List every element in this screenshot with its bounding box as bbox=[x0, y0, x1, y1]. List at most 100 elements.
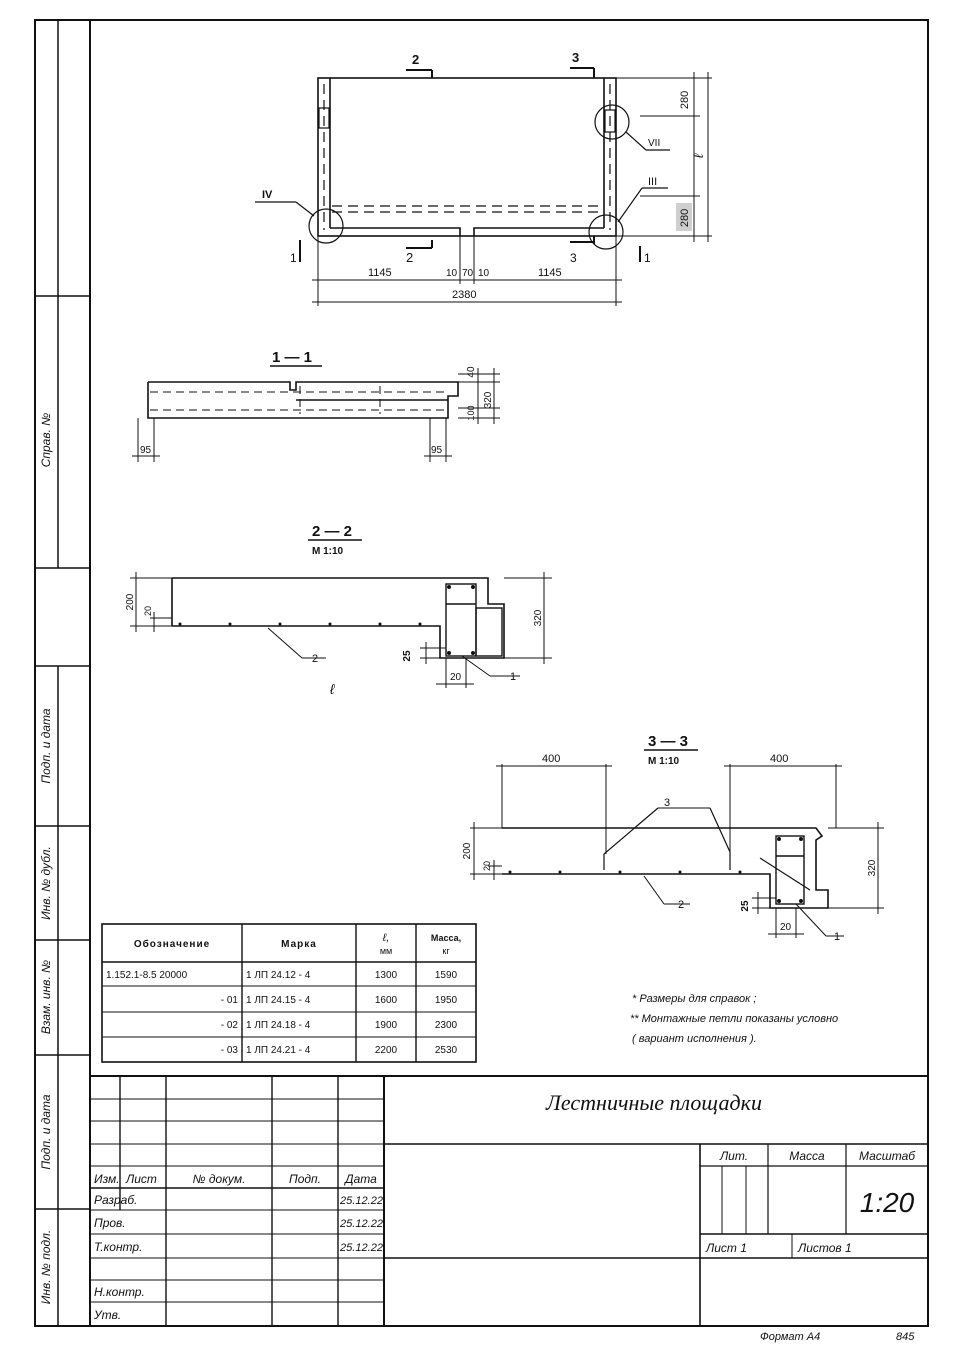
sheet-frame bbox=[34, 19, 929, 1327]
tb-row-prov: Пров. bbox=[94, 1216, 126, 1230]
section-1-1-dim-95-right: 95 bbox=[431, 445, 443, 456]
footer-number: 845 bbox=[896, 1331, 915, 1343]
section-3-3-dim-25: 25 bbox=[740, 900, 751, 912]
plan-section-2-top: 2 bbox=[412, 52, 419, 67]
section-2-2-leader-1: 1 bbox=[510, 671, 516, 683]
plan-dim-280-bottom: 280 bbox=[679, 209, 691, 227]
section-3-3-leader-2: 2 bbox=[678, 899, 684, 911]
tb-sheets: Листов 1 bbox=[797, 1241, 852, 1255]
spec-header-length: ℓ, bbox=[382, 932, 390, 944]
spec-row-1: - 01 1 ЛП 24.15 - 4 1600 1950 bbox=[221, 995, 458, 1006]
footer: Формат А4 845 bbox=[760, 1331, 915, 1343]
note-line-2: ** Монтажные петли показаны условно bbox=[630, 1013, 838, 1025]
section-2-2-dim-20-bottom: 20 bbox=[450, 672, 462, 683]
side-label-inv-podl: Инв. № подл. bbox=[39, 1230, 53, 1304]
spec-cell-length: 1900 bbox=[375, 1020, 398, 1031]
plan-callout-iii: III bbox=[648, 176, 657, 188]
tb-scale-value: 1:20 bbox=[860, 1187, 915, 1218]
tb-row-razrab: Разраб. bbox=[94, 1193, 137, 1207]
spec-cell-length: 1600 bbox=[375, 995, 398, 1006]
plan-dim-l: ℓ bbox=[691, 153, 706, 158]
spec-cell-mark: 1 ЛП 24.18 - 4 bbox=[246, 1020, 311, 1031]
section-2-2-leader-2: 2 bbox=[312, 653, 318, 665]
section-3-3-dim-320: 320 bbox=[867, 859, 878, 876]
spec-cell-mark: 1 ЛП 24.12 - 4 bbox=[246, 970, 311, 981]
plan-section-3-top: 3 bbox=[572, 50, 579, 65]
spec-cell-mark: 1 ЛП 24.15 - 4 bbox=[246, 995, 311, 1006]
plan-view: IV VII III 2 3 2 3 1 1 bbox=[255, 50, 712, 306]
spec-table: Обозначение Марка ℓ, мм Масса, кг 1.152.… bbox=[101, 923, 477, 1063]
spec-cell-designation: - 02 bbox=[221, 1020, 239, 1031]
section-1-1-title: 1 — 1 bbox=[272, 349, 312, 366]
plan-callout-vii: VII bbox=[648, 138, 660, 149]
section-1-1-dim-100: 100 bbox=[466, 405, 476, 420]
spec-cell-mass: 2300 bbox=[435, 1020, 458, 1031]
spec-cell-mark: 1 ЛП 24.21 - 4 bbox=[246, 1045, 311, 1056]
tb-row-utv: Утв. bbox=[93, 1308, 121, 1322]
section-3-3-dim-400-left: 400 bbox=[542, 753, 560, 765]
side-label-podp-2: Подп. и дата bbox=[39, 1094, 53, 1169]
section-3-3-leader-3: 3 bbox=[664, 797, 670, 809]
section-3-3-dim-200: 200 bbox=[462, 842, 473, 859]
section-1-1-dim-320: 320 bbox=[483, 391, 494, 408]
spec-cell-length: 2200 bbox=[375, 1045, 398, 1056]
tb-massa: Масса bbox=[789, 1149, 825, 1163]
side-label-vzam: Взам. инв. № bbox=[39, 960, 53, 1034]
tb-row-tkontr: Т.контр. bbox=[94, 1240, 142, 1254]
tb-masshtab: Масштаб bbox=[859, 1149, 916, 1163]
spec-row-3: - 03 1 ЛП 24.21 - 4 2200 2530 bbox=[221, 1045, 458, 1056]
section-3-3: 3 — 3 М 1:10 bbox=[462, 733, 884, 943]
plan-dim-2380: 2380 bbox=[452, 289, 476, 301]
note-line-1: * Размеры для справок ; bbox=[632, 993, 756, 1005]
plan-dim-10-a: 10 bbox=[446, 268, 458, 279]
document-title: Лестничные площадки bbox=[545, 1090, 762, 1115]
side-label-inv-dubl: Инв. № дубл. bbox=[39, 846, 53, 920]
tb-sheet: Лист 1 bbox=[705, 1241, 747, 1255]
plan-callout-iv: IV bbox=[262, 189, 273, 201]
plan-section-3-bottom: 3 bbox=[570, 251, 577, 265]
tb-col-doc: № докум. bbox=[193, 1172, 246, 1186]
tb-date-2: 25.12.22 bbox=[339, 1218, 383, 1230]
tb-row-nkontr: Н.контр. bbox=[94, 1285, 145, 1299]
tb-lit: Лит. bbox=[719, 1149, 748, 1163]
section-3-3-scale: М 1:10 bbox=[648, 756, 680, 767]
side-labels: Справ. № Подп. и дата Инв. № дубл. Взам.… bbox=[39, 413, 53, 1305]
spec-cell-designation: - 01 bbox=[221, 995, 239, 1006]
note-line-3: ( вариант исполнения ). bbox=[632, 1033, 757, 1045]
plan-section-1-left: 1 bbox=[290, 251, 297, 265]
section-3-3-dim-400-right: 400 bbox=[770, 753, 788, 765]
section-2-2-dim-200: 200 bbox=[125, 593, 136, 610]
section-2-2-scale: М 1:10 bbox=[312, 546, 344, 557]
plan-section-1-right: 1 bbox=[644, 251, 651, 265]
section-1-1: 1 — 1 40 100 320 95 bbox=[132, 349, 500, 462]
notes: * Размеры для справок ; ** Монтажные пет… bbox=[630, 993, 838, 1045]
section-3-3-title: 3 — 3 bbox=[648, 733, 688, 750]
spec-cell-mass: 1950 bbox=[435, 995, 458, 1006]
spec-cell-length: 1300 bbox=[375, 970, 398, 981]
side-label-podp-1: Подп. и дата bbox=[39, 708, 53, 783]
side-label-sprav: Справ. № bbox=[39, 413, 53, 468]
spec-header-mass: Масса, bbox=[431, 933, 461, 943]
section-2-2: 2 — 2 М 1:10 bbox=[125, 523, 552, 697]
section-2-2-dim-320: 320 bbox=[533, 609, 544, 626]
plan-dim-10-b: 10 bbox=[478, 268, 490, 279]
section-2-2-dim-20: 20 bbox=[143, 606, 153, 616]
spec-cell-mass: 2530 bbox=[435, 1045, 458, 1056]
spec-header-mark: Марка bbox=[281, 939, 317, 950]
section-3-3-dim-20: 20 bbox=[482, 861, 492, 871]
plan-dim-highlight bbox=[676, 203, 692, 231]
tb-col-izm: Изм. bbox=[94, 1172, 120, 1186]
plan-dim-70: 70 bbox=[462, 268, 474, 279]
spec-cell-designation: - 03 bbox=[221, 1045, 239, 1056]
plan-section-2-bottom: 2 bbox=[406, 250, 413, 265]
section-3-3-dim-20-bottom: 20 bbox=[780, 922, 792, 933]
tb-date-1: 25.12.22 bbox=[339, 1195, 383, 1207]
spec-row-2: - 02 1 ЛП 24.18 - 4 1900 2300 bbox=[221, 1020, 458, 1031]
section-3-3-leader-1: 1 bbox=[834, 931, 840, 943]
plan-dim-280-top: 280 bbox=[679, 91, 691, 109]
section-1-1-dim-40: 40 bbox=[466, 366, 477, 378]
section-2-2-dim-l: ℓ bbox=[329, 681, 335, 697]
spec-header-length-unit: мм bbox=[380, 946, 392, 956]
title-block: Лестничные площадки Изм. Лист № докум. П… bbox=[90, 1075, 928, 1326]
